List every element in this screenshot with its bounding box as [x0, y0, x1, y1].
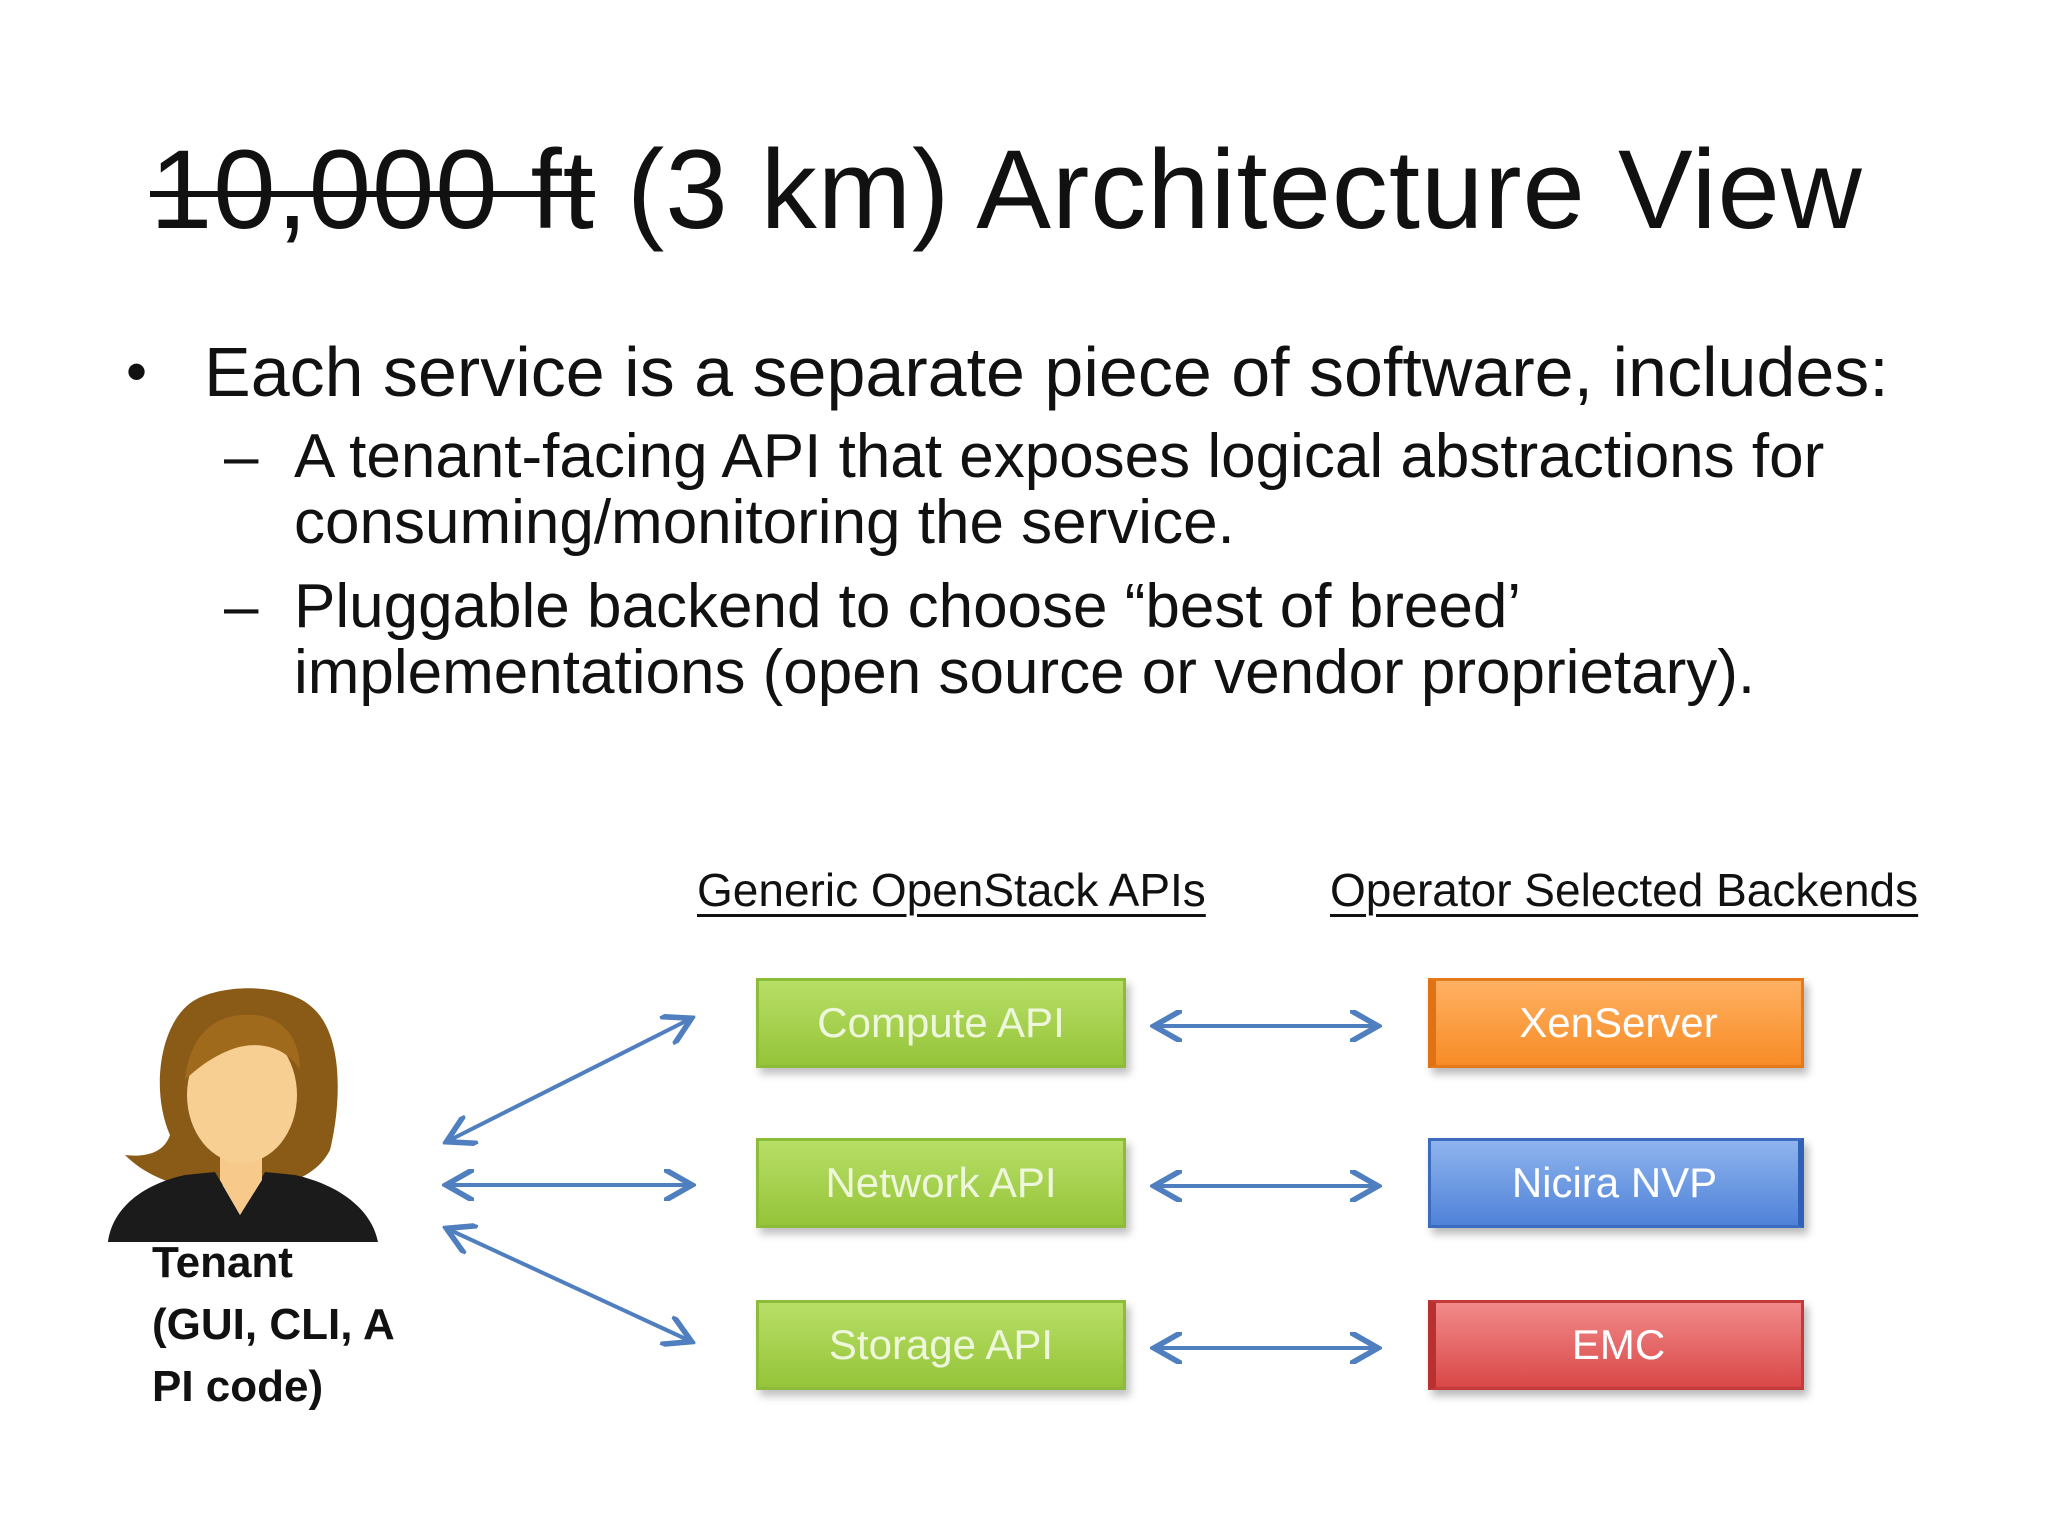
backends-header: Operator Selected Backends	[1330, 864, 1919, 916]
xenserver-box: XenServer	[1428, 978, 1804, 1068]
sub-bullet-dash: –	[224, 422, 259, 491]
tenant-label-line: PI code)	[152, 1362, 324, 1411]
slide-title: 10,000 ft (3 km) Architecture View	[150, 120, 1863, 260]
title-struck-text: 10,000 ft	[150, 127, 595, 252]
bullet-dot: •	[126, 338, 148, 405]
sub-bullet-dash: –	[224, 572, 259, 641]
bullet-item: • Each service is a separate piece of so…	[126, 330, 1976, 414]
tenant-avatar-icon	[108, 988, 378, 1242]
tenant-label-line: (GUI, CLI, A	[152, 1300, 395, 1349]
tenant-storage-arrow	[450, 1230, 688, 1340]
tenant-label: Tenant (GUI, CLI, A PI code)	[152, 1232, 395, 1418]
sub-bullet-item: – A tenant-facing API that exposes logic…	[224, 424, 1976, 556]
tenant-compute-arrow	[450, 1020, 688, 1140]
sub-bullet-text: Pluggable backend to choose “best of bre…	[294, 572, 1756, 707]
storage-api-box: Storage API	[756, 1300, 1126, 1390]
nicira-nvp-box: Nicira NVP	[1428, 1138, 1804, 1228]
sub-bullet-item: – Pluggable backend to choose “best of b…	[224, 574, 1976, 706]
apis-header: Generic OpenStack APIs	[697, 864, 1206, 916]
bullet-text: Each service is a separate piece of soft…	[204, 333, 1889, 411]
title-text: (3 km) Architecture View	[594, 127, 1863, 252]
bullet-list: • Each service is a separate piece of so…	[126, 330, 1976, 706]
network-api-box: Network API	[756, 1138, 1126, 1228]
emc-box: EMC	[1428, 1300, 1804, 1390]
sub-bullet-text: A tenant-facing API that exposes logical…	[294, 422, 1825, 557]
compute-api-box: Compute API	[756, 978, 1126, 1068]
tenant-label-line: Tenant	[152, 1238, 293, 1287]
